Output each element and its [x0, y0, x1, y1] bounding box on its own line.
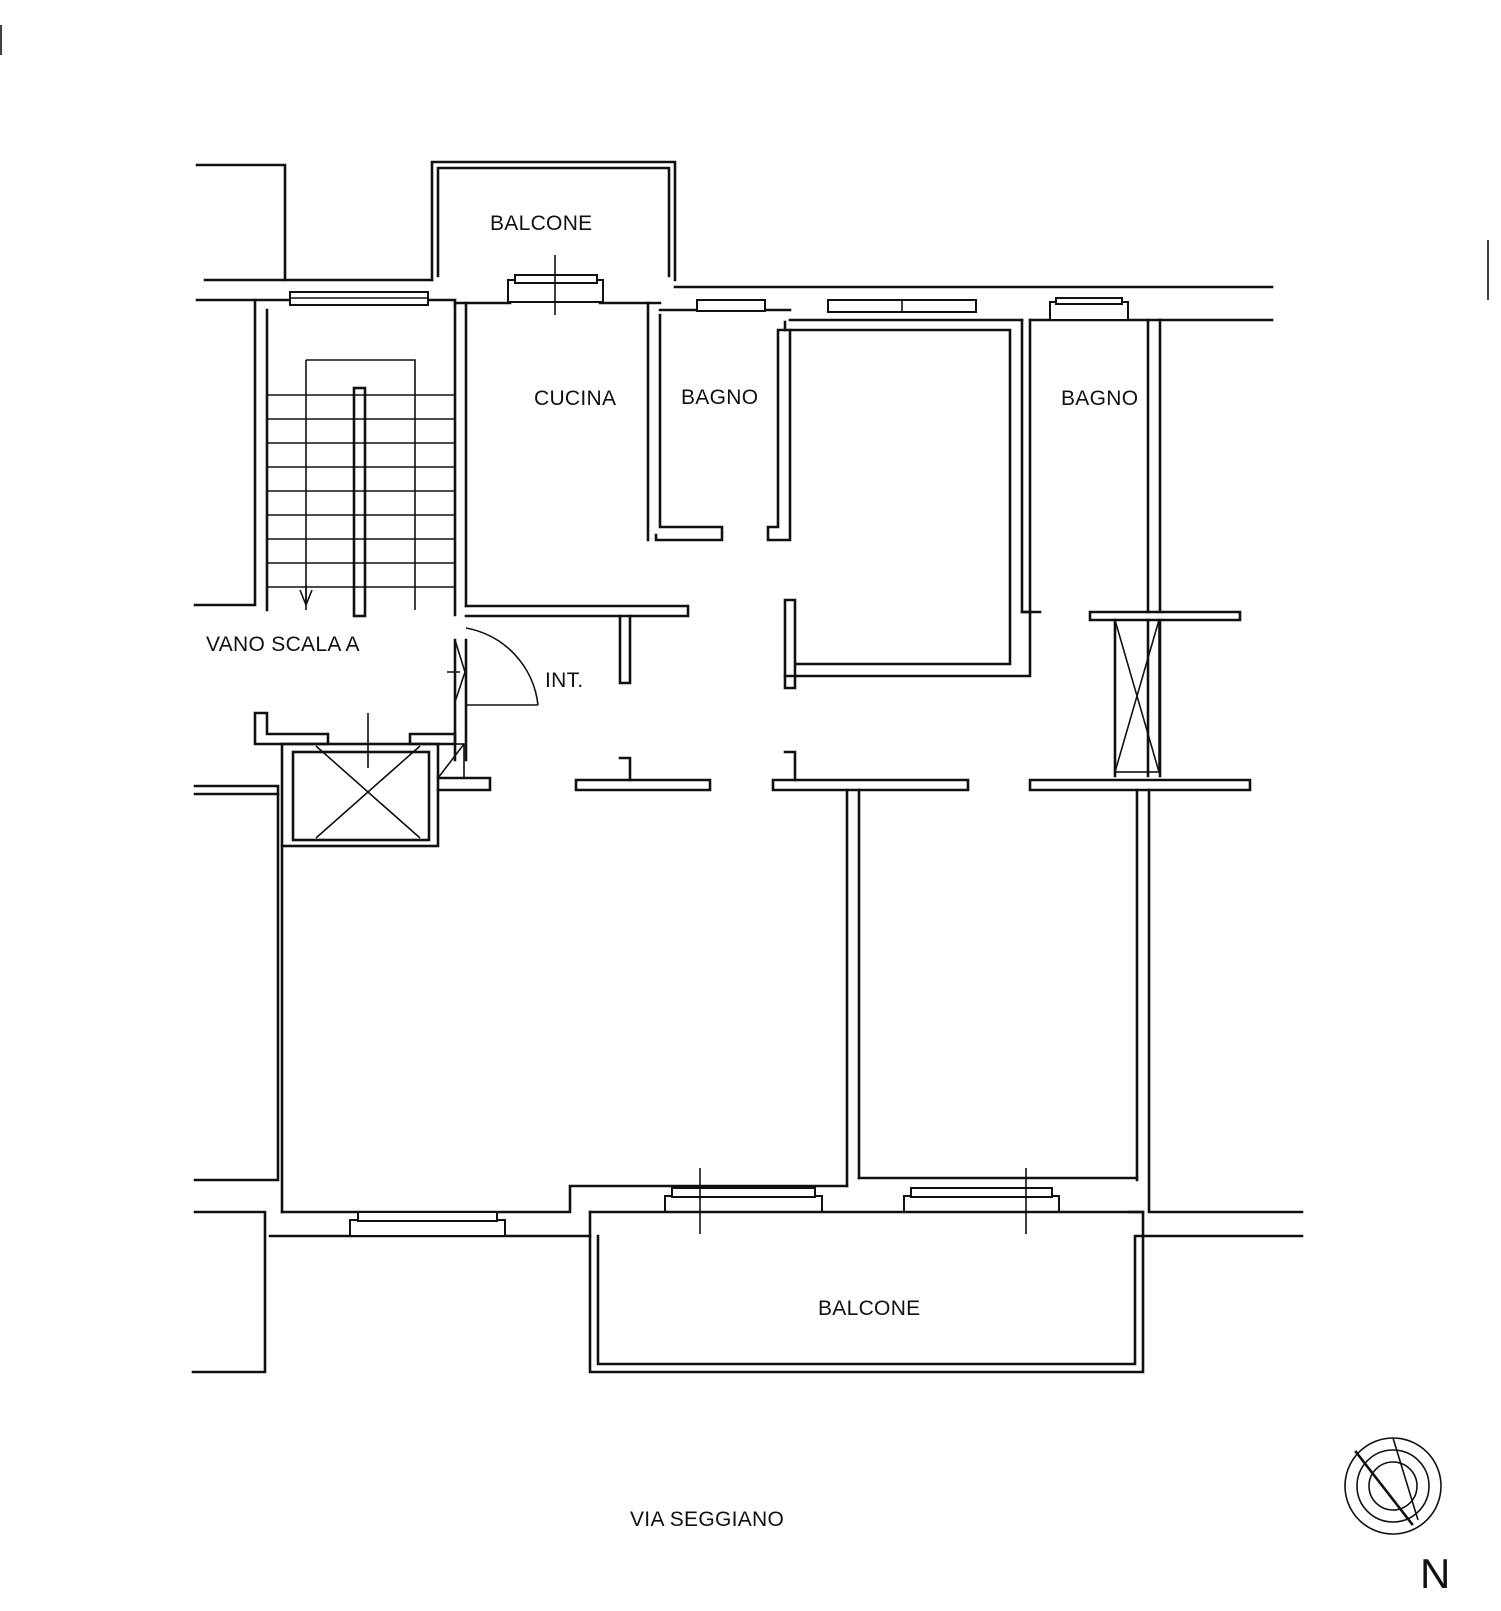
room-label-cucina: CUCINA: [534, 387, 617, 410]
south-windows: [349, 1168, 1060, 1237]
south-balcony-outline: [588, 1210, 1145, 1374]
north-arrow-icon: [1344, 1437, 1442, 1535]
scan-edge-marks: [0, 25, 1489, 300]
lift-shaft: [253, 711, 492, 848]
staircase: [265, 308, 455, 618]
corridor-walls: [193, 750, 1252, 796]
street-label: VIA SEGGIANO: [630, 1508, 785, 1531]
north-balcony-outline: [430, 160, 677, 282]
room-label-balcone-north: BALCONE: [490, 212, 593, 235]
interior-walls: [453, 301, 1242, 778]
room-label-ingresso: INT.: [545, 669, 584, 692]
room-label-bagno-1: BAGNO: [681, 386, 759, 409]
north-label: N: [1420, 1550, 1451, 1597]
room-label-bagno-2: BAGNO: [1061, 387, 1139, 410]
lower-room-walls: [193, 788, 1304, 1214]
entrance-door: [447, 627, 539, 706]
north-windows: [289, 255, 1129, 321]
neighbor-structure-top-left: [193, 163, 287, 607]
room-label-vano-scala: VANO SCALA A: [206, 633, 360, 656]
room-label-balcone-south: BALCONE: [818, 1297, 921, 1320]
closet-cross: [1114, 619, 1160, 773]
